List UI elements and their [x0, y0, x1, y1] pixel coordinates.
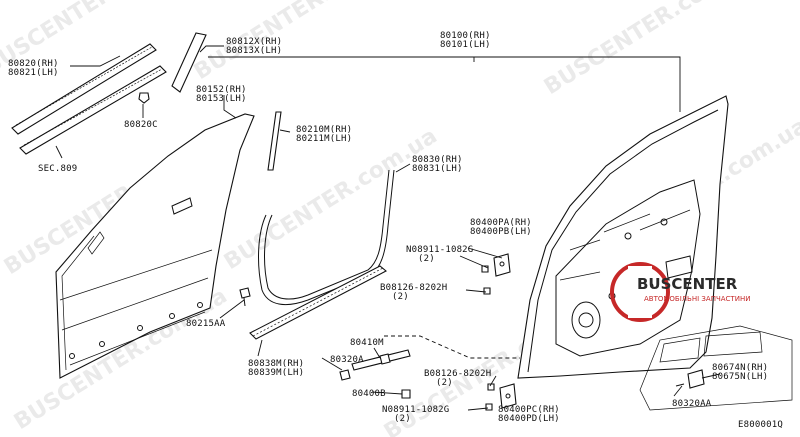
callout-label-80820c: 80820C — [124, 120, 158, 130]
callout-label-80400pc: 80400PC(RH) — [498, 405, 560, 415]
callout-label-08911b: (2) — [394, 414, 411, 424]
callout-label-08911a: N08911-1082G — [406, 245, 473, 255]
callout-label-80410: 80410M — [350, 338, 384, 348]
brand-name: BUSCENTER — [637, 275, 738, 293]
callout-label-08126b: B08126-8202H — [424, 369, 491, 379]
vehicle-sketch — [639, 325, 793, 411]
callout-label-80400pa: 80400PA(RH) — [470, 218, 532, 228]
door-weatherstrip — [258, 169, 395, 306]
brand-ring-mask — [628, 266, 652, 318]
diagram-id: E800001Q — [738, 420, 783, 430]
callout-label-80320a: 80320A — [330, 355, 364, 365]
callout-label-80820: 80820(RH) — [8, 59, 59, 69]
callout-label-80820: 80821(LH) — [8, 68, 59, 78]
callout-label-08126a: B08126-8202H — [380, 283, 447, 293]
callout-label-80400b: 80400B — [352, 389, 386, 399]
leader-lines — [55, 45, 721, 411]
sill-moulding — [249, 265, 387, 340]
callout-label-08126a: (2) — [392, 292, 409, 302]
watermark-text: BUSCENTER.com.ua — [540, 0, 762, 100]
callout-label-80674: 80675N(LH) — [712, 372, 768, 382]
callout-label-80838: 80839M(LH) — [248, 368, 304, 378]
brand-logo: BUSCENTER АВТОМОБІЛЬНІ ЗАПЧАСТИНИ — [610, 262, 750, 322]
callout-label-80100: 80101(LH) — [440, 40, 491, 50]
callout-label-80812: 80813X(LH) — [226, 46, 282, 56]
callout-label-80830: 80831(LH) — [412, 164, 463, 174]
callout-label-80830: 80830(RH) — [412, 155, 463, 165]
check-link — [339, 349, 411, 399]
moulding-80812x — [171, 32, 207, 93]
callout-label-80812: 80812X(RH) — [226, 37, 282, 47]
callout-label-08126b: (2) — [436, 378, 453, 388]
callout-labels: 80820(RH)80821(LH) SEC.809 80820C 80812X(RH… — [8, 31, 768, 424]
upper-hinge — [493, 253, 511, 277]
sash-seal — [267, 111, 282, 171]
callout-label-80210: 80210M(RH) — [296, 125, 352, 135]
callout-label-08911a: (2) — [418, 254, 435, 264]
door-shell — [517, 95, 729, 379]
watermark-text: BUSCENTER.com.ua — [190, 0, 412, 85]
outer-door-panel — [55, 113, 255, 379]
callout-label-sec: SEC.809 — [38, 164, 77, 174]
brand-subtitle: АВТОМОБІЛЬНІ ЗАПЧАСТИНИ — [644, 295, 750, 303]
callout-label-80400pc: 80400PD(LH) — [498, 414, 560, 424]
callout-label-80215: 80215AA — [186, 319, 226, 329]
lower-hinge — [499, 383, 517, 409]
callout-label-80210: 80211M(LH) — [296, 134, 352, 144]
callout-label-80320b: 80320AA — [672, 399, 712, 409]
callout-label-80400pa: 80400PB(LH) — [470, 227, 532, 237]
clip-80820c — [138, 92, 150, 104]
brand-ring-icon — [610, 262, 670, 322]
bolt-80215aa — [239, 287, 251, 307]
callout-label-08911b: N08911-1082G — [382, 405, 449, 415]
callout-label-80674: 80674N(RH) — [712, 363, 768, 373]
callout-label-80838: 80838M(RH) — [248, 359, 304, 369]
outer-weatherstrip — [11, 43, 167, 155]
door-stopper — [675, 369, 705, 389]
callout-label-80100: 80100(RH) — [440, 31, 491, 41]
callout-label-80152: 80153(LH) — [196, 94, 247, 104]
callout-label-80152: 80152(RH) — [196, 85, 247, 95]
